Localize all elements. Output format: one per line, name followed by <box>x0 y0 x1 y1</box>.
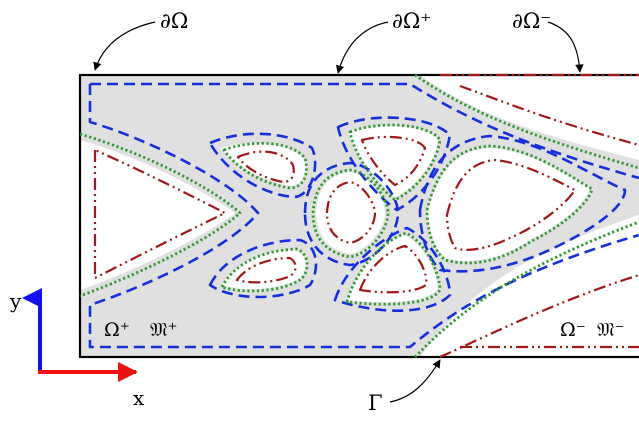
mesh-plus-label: 𝔐⁺ <box>150 319 178 341</box>
boundary-minus-label: ∂Ω⁻ <box>512 9 551 33</box>
blue-dashed-contours <box>88 82 639 349</box>
mesh-minus-label: 𝔐⁻ <box>597 319 625 341</box>
boundary-label: ∂Ω <box>160 9 188 33</box>
boundary-minus-callout-arrow <box>547 21 584 73</box>
boundary-callout-arrow <box>93 21 156 71</box>
interface-label: Γ <box>368 391 383 415</box>
interface-callout-arrow <box>389 359 441 403</box>
domain-frame <box>78 73 639 359</box>
domain-plus-region <box>80 75 639 357</box>
x-axis-label: x <box>133 386 145 410</box>
boundary-plus-callout-arrow <box>335 21 389 74</box>
boundary-plus-label: ∂Ω⁺ <box>392 9 431 33</box>
y-axis-label: y <box>9 289 22 313</box>
coordinate-axes: y x <box>9 288 145 410</box>
green-dotted-contours <box>79 73 639 358</box>
domain-minus-label: Ω⁻ <box>560 319 586 341</box>
domain-plus-label: Ω⁺ <box>104 319 130 341</box>
red-dashdot-contours <box>93 73 639 359</box>
